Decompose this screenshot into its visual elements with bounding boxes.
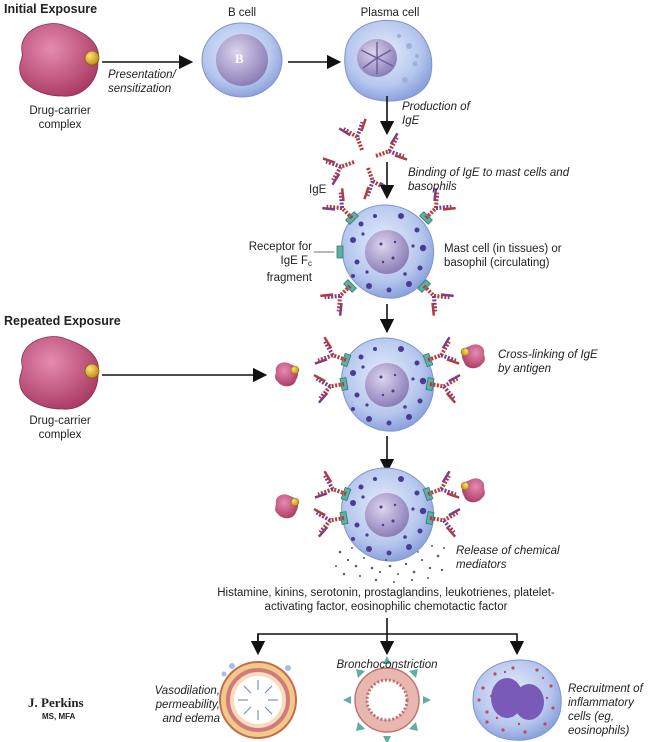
label-drug-carrier-1: Drug-carrier complex <box>29 105 91 131</box>
drug-carrier-complex-1 <box>19 23 100 97</box>
label-vasodilation: Vasodilation, permeability, and edema <box>154 685 220 725</box>
label-b-cell: B cell <box>227 7 257 19</box>
signature-credentials: MS, MFA <box>42 712 76 721</box>
bronchus <box>343 656 431 742</box>
label-plasma-cell: Plasma cell <box>360 7 420 19</box>
receptor-line2b: fragment <box>266 272 312 284</box>
section-repeated-exposure: Repeated Exposure <box>4 314 121 328</box>
blood-vessel <box>219 661 297 739</box>
mast-cell-crosslinked <box>274 335 486 432</box>
label-recruitment: Recruitment of inflammatory cells (eg, e… <box>568 683 643 737</box>
label-release: Release of chemical mediators <box>456 545 560 571</box>
label-receptor: Receptor for IgE Fc fragment <box>232 240 312 285</box>
section-initial-exposure: Initial Exposure <box>4 2 98 16</box>
signature-name: J. Perkins <box>28 695 84 710</box>
drug-carrier-complex-2 <box>19 336 100 410</box>
label-production: Production of IgE <box>402 101 470 127</box>
label-b-letter: B <box>235 51 244 66</box>
label-bronchoconstriction: Bronchoconstriction <box>336 659 438 671</box>
eosinophil <box>472 659 562 741</box>
b-cell <box>201 22 283 98</box>
receptor-sub: c <box>308 259 312 268</box>
mast-cell-degranulating <box>274 467 486 562</box>
label-crosslinking: Cross-linking of IgE by antigen <box>498 349 598 375</box>
branch-arrows <box>250 618 525 656</box>
receptor-line1: Receptor for <box>248 241 312 253</box>
receptor-line2: IgE F <box>280 255 308 267</box>
label-mediators: Histamine, kinins, serotonin, prostaglan… <box>217 587 555 613</box>
label-presentation: Presentation/ sensitization <box>108 69 176 95</box>
mast-cell-sensitized <box>320 188 455 315</box>
released-mediators <box>335 545 445 583</box>
free-ige-cluster <box>320 116 410 202</box>
label-drug-carrier-2: Drug-carrier complex <box>29 415 91 441</box>
label-ige: IgE <box>309 184 327 196</box>
label-mast-cell: Mast cell (in tissues) or basophil (circ… <box>444 243 562 269</box>
label-binding: Binding of IgE to mast cells and basophi… <box>408 167 570 193</box>
plasma-cell <box>344 19 433 102</box>
